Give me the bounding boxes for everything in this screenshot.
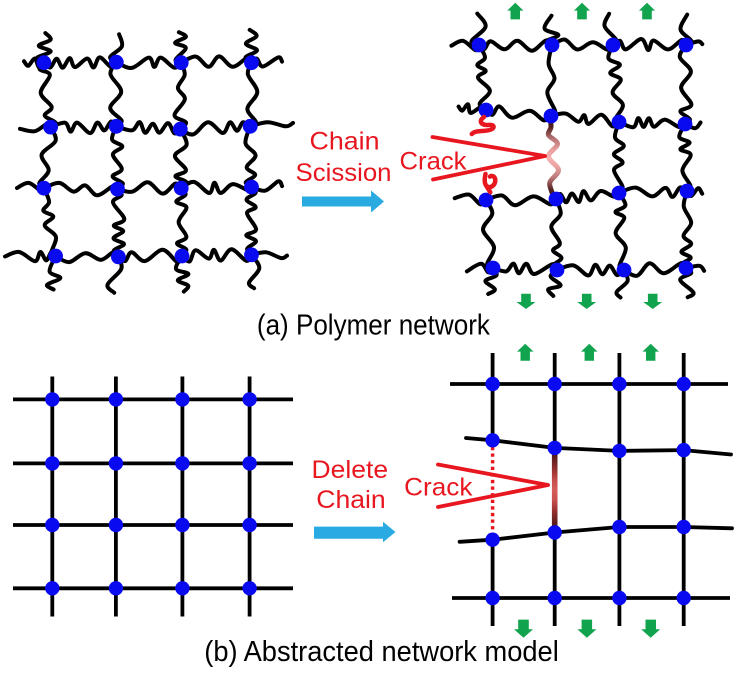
svg-text:(b) Abstracted network model: (b) Abstracted network model [204,636,559,668]
svg-text:Delete: Delete [312,456,389,484]
svg-text:Crack: Crack [400,147,467,175]
svg-text:Chain: Chain [310,128,380,156]
svg-text:(a) Polymer network: (a) Polymer network [257,310,490,342]
svg-text:Scission: Scission [296,159,392,187]
svg-text:Chain: Chain [316,486,385,514]
svg-text:Crack: Crack [404,473,473,501]
